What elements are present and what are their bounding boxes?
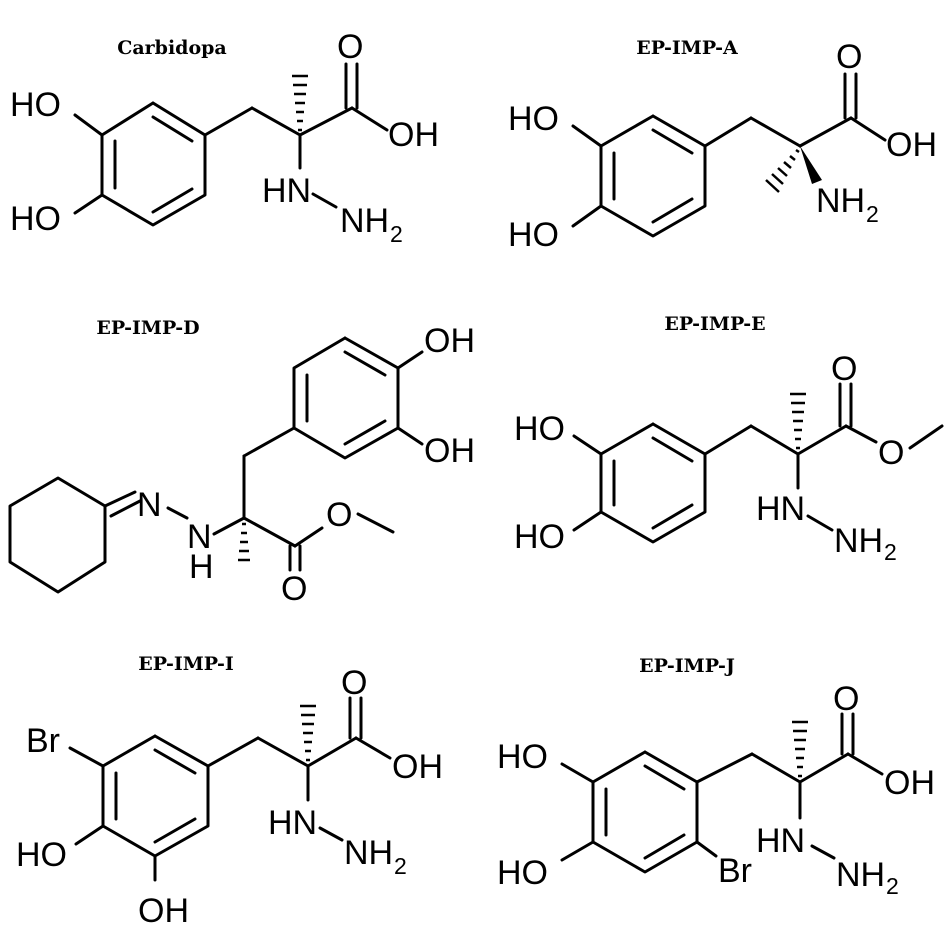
atom-o: O (281, 570, 307, 608)
atom-o: O (833, 680, 859, 718)
subscript: 2 (394, 853, 407, 879)
compound-title: EP-IMP-J (639, 655, 735, 677)
atom-oh: OH (388, 116, 439, 154)
atom-br: Br (26, 722, 60, 760)
hash-bond (292, 74, 308, 132)
atom-nh: NH (834, 522, 883, 560)
atom-oh: OH (424, 322, 475, 360)
bond-lines (560, 712, 884, 874)
atom-hn: HN (756, 822, 805, 860)
compound-title: EP-IMP-A (636, 37, 738, 59)
atom-oh: OH (886, 126, 937, 164)
atom-hn: HN (262, 172, 311, 210)
bond-lines (73, 62, 389, 227)
atom-oh: OH (884, 764, 935, 802)
compound-ep-imp-e: EP-IMP-E HO HO (514, 313, 944, 565)
atom-n: N (187, 518, 212, 556)
hash-bond (792, 720, 808, 778)
atom-ho: HO (10, 200, 61, 238)
bond-lines (571, 72, 887, 238)
atom-n: N (137, 486, 162, 524)
atom-ho: HO (508, 216, 559, 254)
atom-hn: HN (756, 490, 805, 528)
compound-title: EP-IMP-D (96, 317, 199, 339)
subscript: 2 (390, 221, 403, 247)
atom-br: Br (718, 852, 752, 890)
compound-ep-imp-a: EP-IMP-A HO HO O OH NH 2 (508, 37, 937, 254)
atom-ho: HO (497, 738, 548, 776)
atom-o: O (831, 350, 857, 388)
compound-ep-imp-i: EP-IMP-I Br HO (16, 653, 443, 930)
hash-bond (765, 148, 800, 193)
atom-oh: OH (424, 432, 475, 470)
atom-nh: NH (816, 182, 865, 220)
compound-ep-imp-d: EP-IMP-D OH (8, 317, 475, 608)
bond-lines (8, 336, 424, 594)
atom-ho: HO (497, 854, 548, 892)
atom-hn: HN (268, 804, 317, 842)
subscript: 2 (884, 539, 897, 565)
hash-bond (300, 704, 316, 762)
atom-o: O (836, 38, 862, 76)
atom-ho: HO (10, 86, 61, 124)
wedge-bond (800, 146, 822, 184)
atom-nh: NH (340, 202, 389, 240)
atom-nh: NH (836, 856, 885, 894)
bond-lines (68, 696, 392, 882)
compound-title: Carbidopa (117, 37, 227, 59)
compound-title: EP-IMP-E (664, 313, 765, 335)
atom-o: O (326, 496, 352, 534)
atom-oh: OH (138, 892, 189, 930)
hash-bond (238, 522, 250, 562)
atom-ho: HO (16, 836, 67, 874)
compound-ep-imp-j: EP-IMP-J HO HO (497, 655, 935, 899)
compound-carbidopa: Carbidopa HO HO O (10, 28, 439, 247)
compound-title: EP-IMP-I (138, 653, 234, 675)
subscript: 2 (866, 201, 879, 227)
atom-oh: OH (392, 748, 443, 786)
atom-o: O (341, 664, 367, 702)
atom-nh: NH (344, 834, 393, 872)
atom-ho: HO (514, 518, 565, 556)
hash-bond (790, 392, 806, 450)
bond-lines (572, 382, 944, 544)
atom-h: H (189, 548, 214, 586)
atom-o: O (878, 434, 904, 472)
subscript: 2 (886, 873, 899, 899)
atom-ho: HO (508, 100, 559, 138)
atom-ho: HO (514, 410, 565, 448)
atom-o: O (337, 28, 363, 66)
